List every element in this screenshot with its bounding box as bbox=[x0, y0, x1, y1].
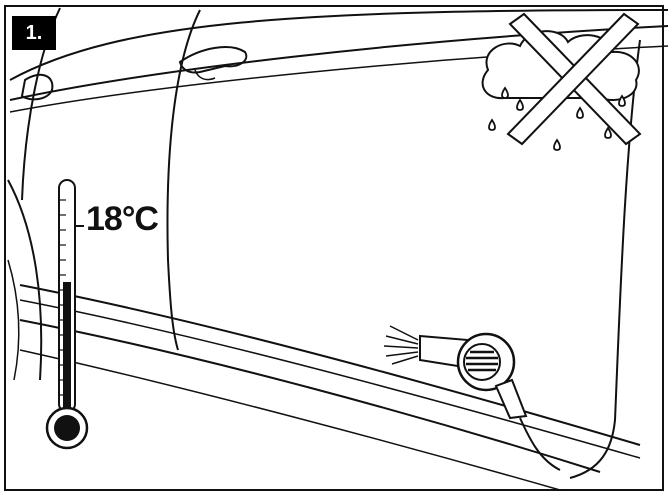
door-gap-front bbox=[166, 9, 201, 351]
door-rear-edge bbox=[569, 39, 641, 479]
sill-strip-top bbox=[19, 284, 641, 446]
door-handle-grip bbox=[194, 69, 216, 81]
door-handle bbox=[178, 46, 248, 74]
heat-gun-icon bbox=[383, 325, 561, 471]
sill-strip-bottom bbox=[19, 319, 601, 473]
step-number-badge: 1. bbox=[12, 16, 56, 50]
wheel-arch bbox=[7, 259, 20, 381]
side-mirror bbox=[20, 73, 54, 101]
temperature-label: 18°C bbox=[86, 200, 159, 238]
lower-body-line bbox=[19, 349, 561, 491]
rain-cloud-crossed-icon bbox=[481, 12, 642, 151]
illustration-border bbox=[4, 5, 664, 491]
roof-line bbox=[9, 9, 668, 81]
thermometer-icon bbox=[45, 179, 89, 450]
sill-strip-middle bbox=[19, 299, 641, 459]
front-fender-edge bbox=[7, 179, 43, 381]
